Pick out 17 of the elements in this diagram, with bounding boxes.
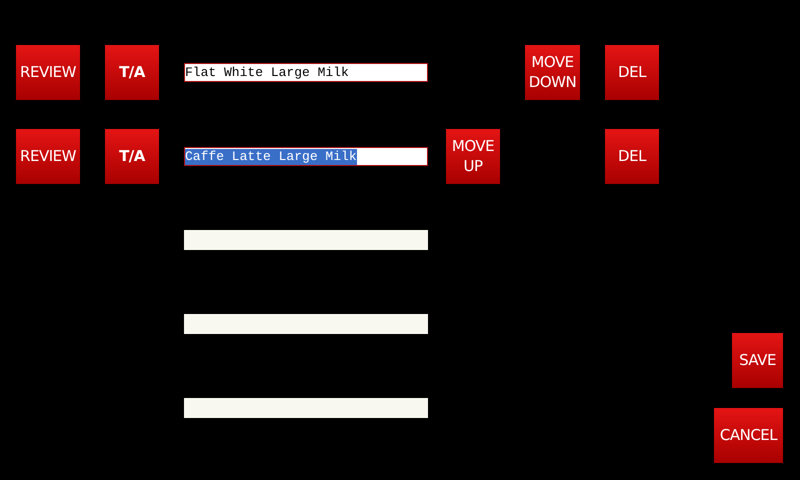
text-field	[184, 147, 428, 166]
button: DEL	[605, 129, 659, 184]
button: DEL	[605, 45, 659, 100]
button: T/A	[105, 45, 159, 100]
selected-text: Caffe Latte Large Milk	[185, 149, 357, 165]
empty-text-field	[184, 398, 428, 418]
button: REVIEW	[16, 45, 80, 100]
empty-text-field	[184, 230, 428, 250]
button: REVIEW	[16, 129, 80, 184]
button: SAVE	[732, 333, 783, 388]
button: MOVE UP	[446, 129, 500, 184]
empty-text-field	[184, 314, 428, 334]
text-field	[184, 63, 428, 82]
button: CANCEL	[714, 408, 783, 463]
field-text: Flat White Large Milk	[185, 65, 349, 81]
button: T/A	[105, 129, 159, 184]
button: MOVE DOWN	[525, 45, 580, 100]
